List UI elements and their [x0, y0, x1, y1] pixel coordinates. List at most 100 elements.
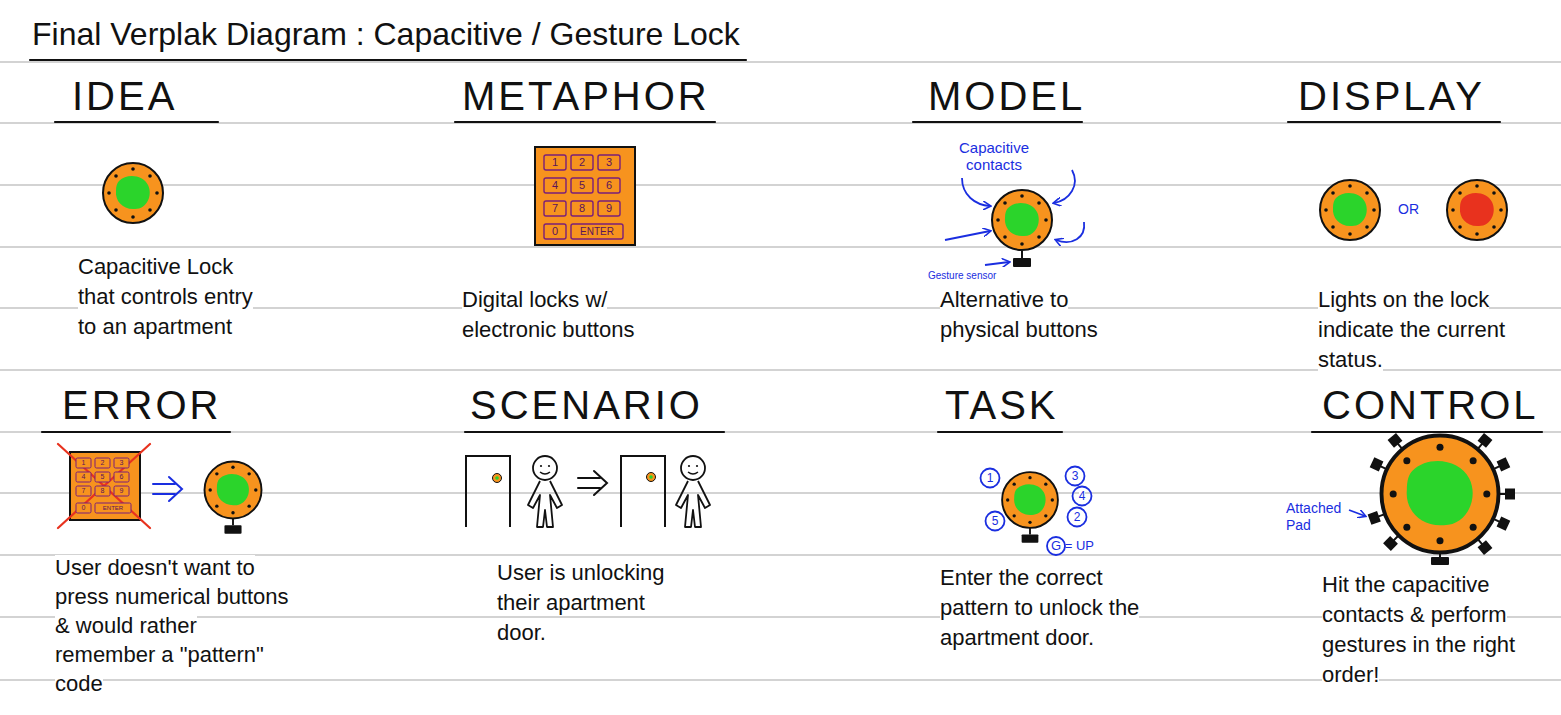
diagram-title-slot: Final Verplak Diagram : Capacitive / Ges… [32, 14, 740, 54]
metaphor-keypad-part-part [544, 178, 566, 193]
annotation: Gesture sensor [928, 270, 996, 281]
ruled-lines-part [0, 122, 1561, 124]
key-label-slot: 0 [76, 503, 91, 513]
task-lock-part-part [1068, 508, 1087, 527]
task-lock-part-part [1002, 472, 1058, 528]
metaphor-keypad-part-part [571, 155, 593, 170]
control-lock-part-part-part [1369, 512, 1380, 523]
error-keypad-part-part [95, 472, 110, 482]
callout-number-slot: 5 [986, 512, 1004, 530]
section-heading: METAPHOR [462, 74, 710, 118]
description: Hit the capacitive contacts & perform ge… [1322, 572, 1515, 687]
section-heading-slot: METAPHOR [462, 74, 710, 118]
task-lock-part-part [1014, 484, 1045, 515]
error-keypad-part-part [95, 486, 110, 496]
control-lock-part-part-part [1506, 490, 1514, 499]
key-label: ENTER [580, 226, 614, 237]
ruled-lines-part [0, 61, 1561, 63]
metaphor-keypad-part-part [571, 178, 593, 193]
annotation-slot: Attached Pad [1286, 500, 1348, 534]
task-lock-part-part [1073, 487, 1092, 506]
error-keypad-part [58, 444, 150, 528]
model-lock-part-part [1005, 203, 1039, 236]
idea-lock-part [103, 163, 163, 223]
heading-underlines-part [42, 431, 230, 433]
ruled-lines-part [0, 184, 1561, 186]
section-heading-slot: ERROR [62, 383, 221, 427]
error-keypad-part-part [114, 458, 129, 468]
display-locks [1320, 180, 1507, 240]
key-label: 9 [120, 487, 124, 494]
key-label: 0 [552, 225, 558, 237]
key-label: 0 [82, 504, 86, 511]
description-slot: Alternative to physical buttons [940, 285, 1115, 345]
ruled-lines-part [0, 246, 1561, 248]
metaphor-keypad-part-part [598, 201, 620, 216]
key-label: 1 [82, 459, 86, 466]
callout-number-slot: 3 [1066, 467, 1084, 485]
key-label-slot: 1 [544, 155, 566, 170]
heading-underlines-part [938, 431, 1062, 433]
key-label: 8 [579, 202, 585, 214]
model-lock-part-part [985, 262, 1009, 265]
model-lock-part-part [1013, 258, 1031, 267]
error-keypad-part-part [76, 472, 91, 482]
key-label-slot: 6 [114, 472, 129, 482]
description: User doesn't want to press numerical but… [55, 555, 289, 696]
control-lock-part [1382, 436, 1499, 553]
description-slot: Capacitive Lock that controls entry to a… [78, 252, 268, 342]
metaphor-keypad-part-part [571, 201, 593, 216]
control-lock-part [1431, 557, 1449, 565]
section-heading: IDEA [72, 74, 177, 118]
section-heading: MODEL [928, 74, 1085, 118]
model-lock-part-part [962, 178, 990, 206]
callout-number: 2 [1074, 510, 1081, 524]
key-label-slot: 6 [598, 178, 620, 193]
description: Alternative to physical buttons [940, 287, 1098, 342]
error-keypad-part [153, 477, 182, 501]
key-label: 6 [120, 473, 124, 480]
error-keypad-part-part [76, 503, 91, 513]
metaphor-keypad-part-part [544, 224, 566, 239]
model-lock-part-part [1021, 250, 1023, 258]
control-lock-part-part-part [1479, 434, 1491, 446]
scenario-sketch-part [676, 456, 710, 527]
description: Enter the correct pattern to unlock the … [940, 565, 1139, 650]
key-label-slot: 8 [95, 486, 110, 496]
task-lock-part [1002, 472, 1058, 543]
key-label-slot: 9 [114, 486, 129, 496]
description: Lights on the lock indicate the current … [1318, 287, 1505, 372]
task-lock-part-part [1022, 534, 1039, 542]
error-keypad [58, 444, 262, 534]
key-label-slot: 4 [544, 178, 566, 193]
key-label: 9 [606, 202, 612, 214]
control-lock-part-part-part [1479, 542, 1491, 554]
key-label: 4 [552, 179, 558, 191]
error-keypad-part [76, 458, 131, 513]
callout-number: 4 [1079, 489, 1086, 503]
description: Digital locks w/ electronic buttons [462, 287, 634, 342]
model-lock-part [945, 170, 1084, 265]
task-lock-part-part [986, 512, 1005, 531]
heading-underlines [30, 60, 1542, 432]
description: Capacitive Lock that controls entry to a… [78, 254, 253, 339]
description: User is unlocking their apartment door. [497, 560, 665, 645]
key-label-slot: 2 [571, 155, 593, 170]
scenario-sketch [466, 456, 710, 527]
heading-underlines-part [55, 121, 218, 123]
key-label: 3 [606, 156, 612, 168]
scenario-sketch-part [528, 456, 562, 527]
task-lock-part-part [1066, 467, 1085, 486]
error-keypad-part-part [58, 444, 150, 528]
key-label-slot: 7 [544, 201, 566, 216]
heading-underlines-part [913, 121, 1082, 123]
display-locks-part-part [1333, 193, 1367, 226]
callout-number: 3 [1072, 469, 1079, 483]
metaphor-keypad-part-part [598, 155, 620, 170]
key-label: 7 [82, 487, 86, 494]
key-label-slot: 9 [598, 201, 620, 216]
callout-number-slot: 1 [981, 469, 999, 487]
key-label: ENTER [103, 505, 123, 511]
metaphor-keypad-part-part [571, 224, 623, 239]
error-keypad-part-part [114, 472, 129, 482]
